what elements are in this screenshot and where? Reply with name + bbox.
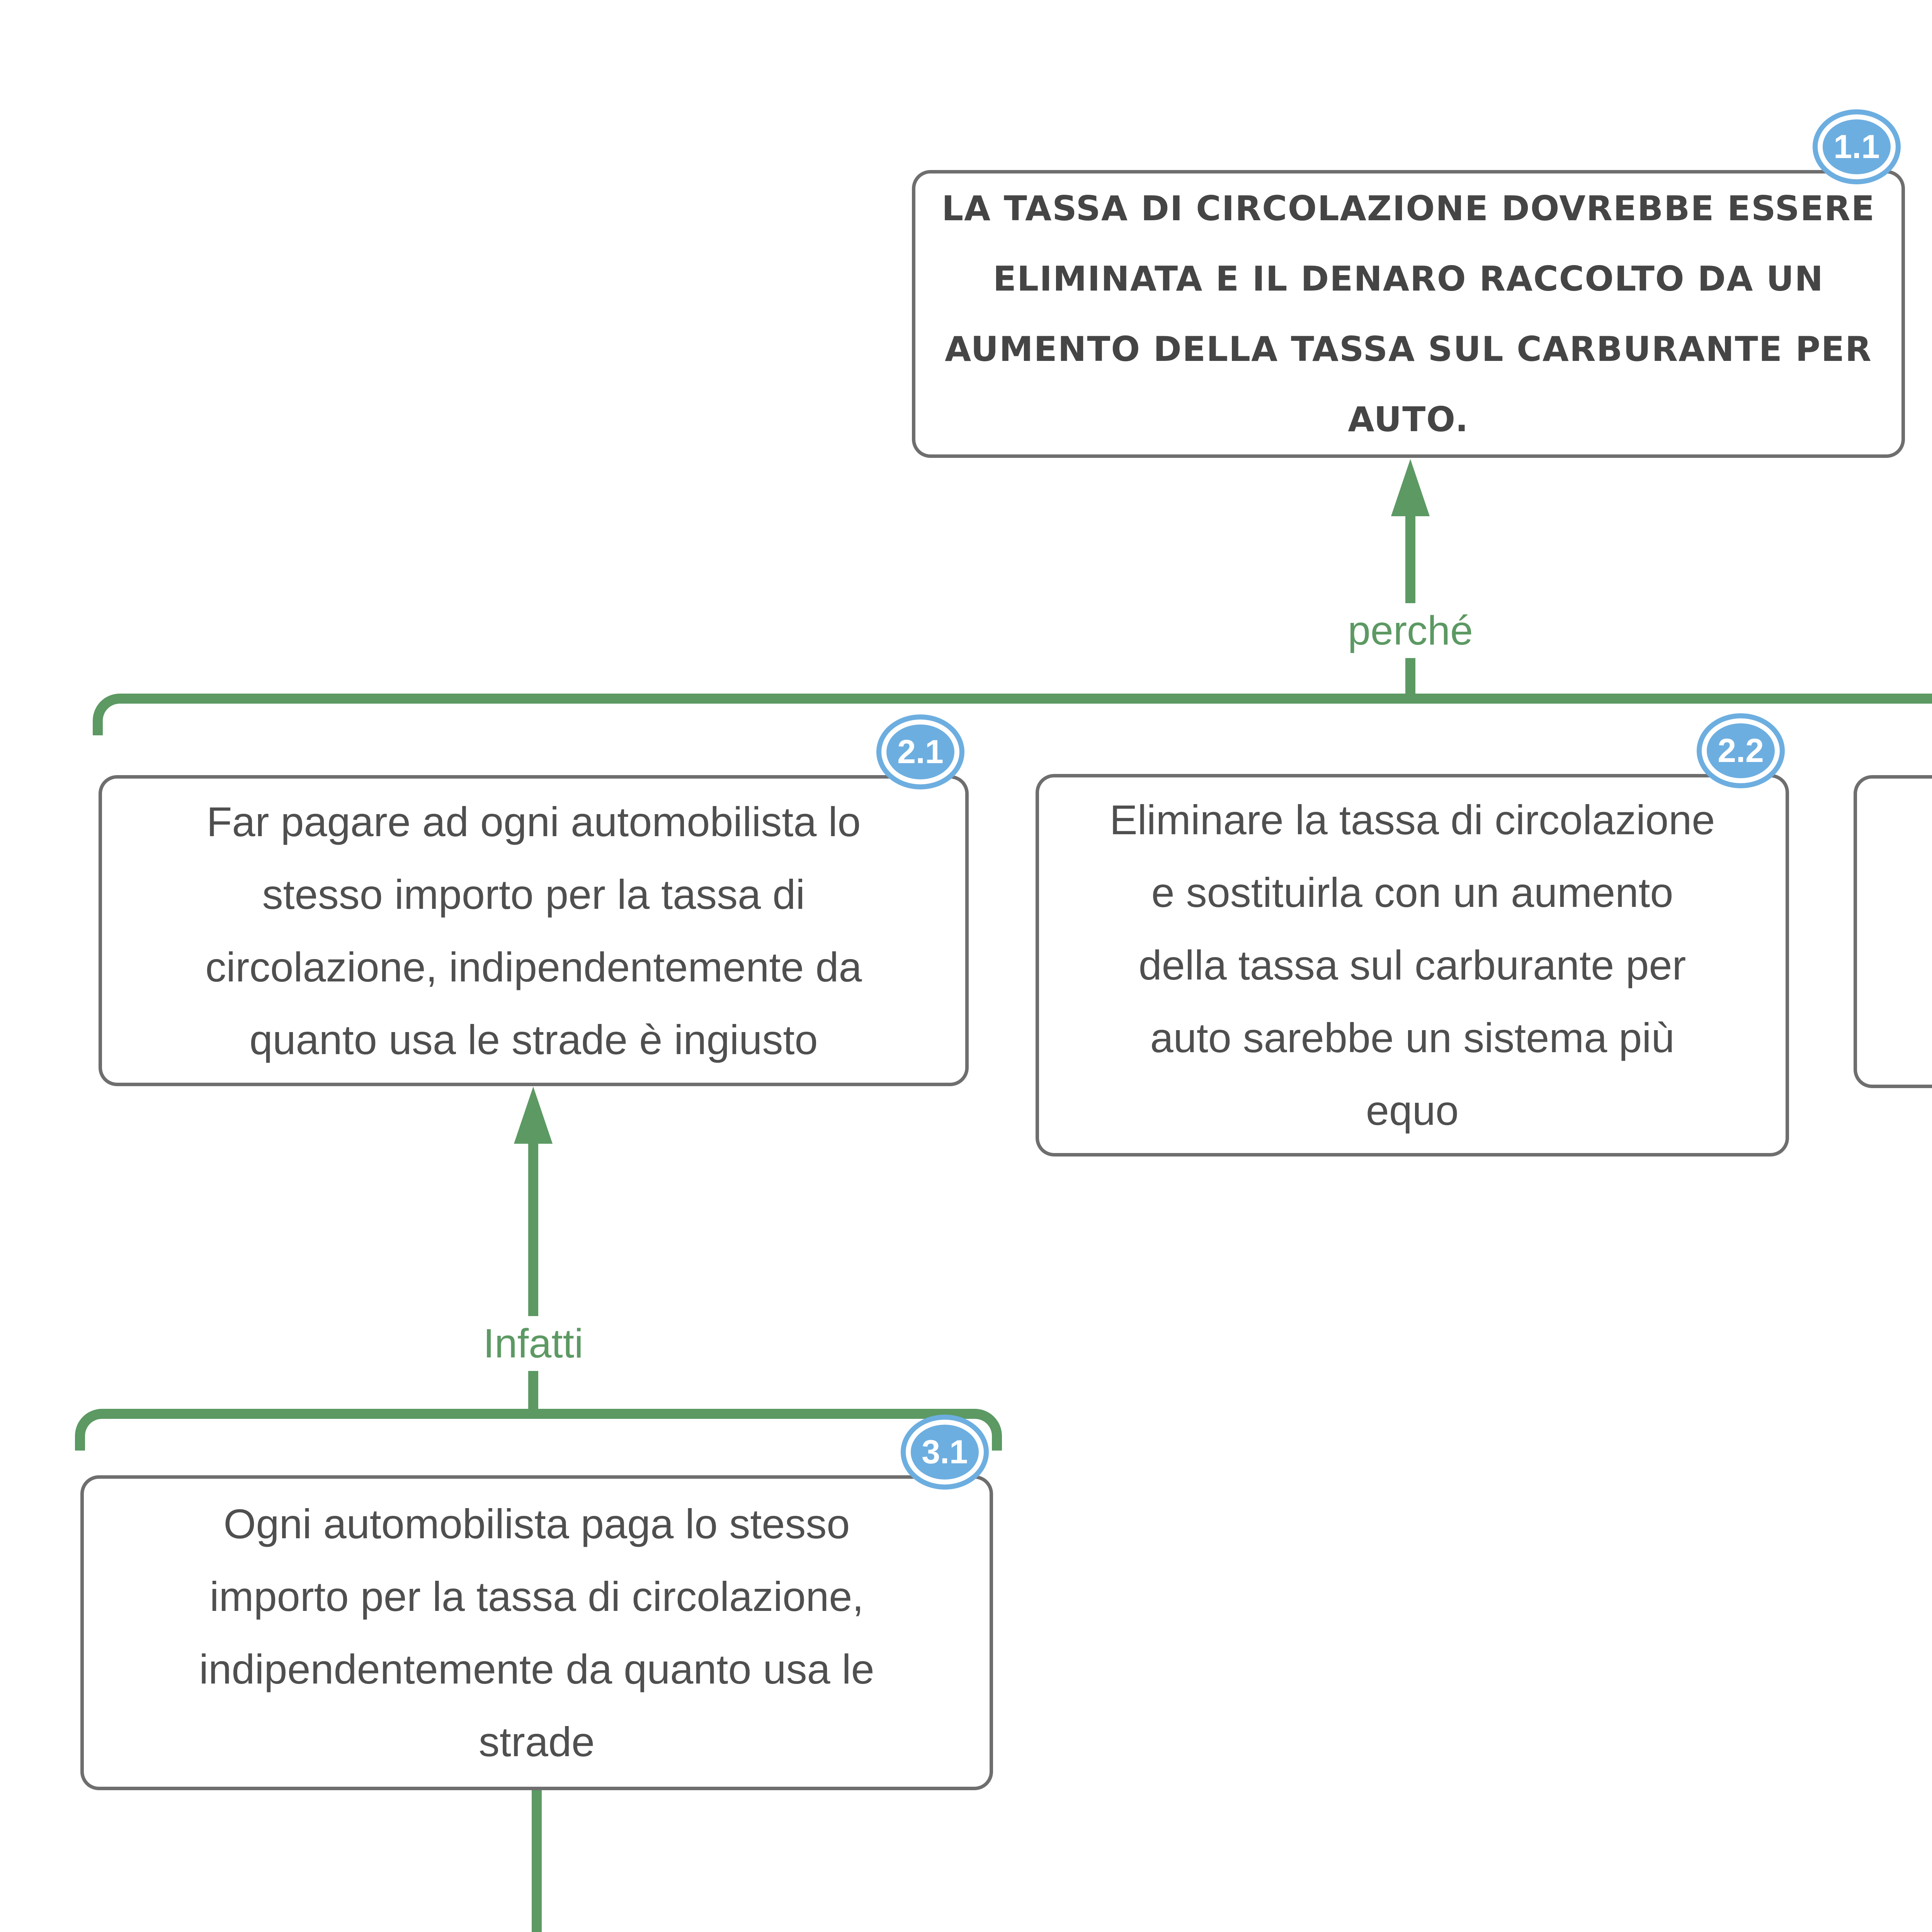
connector-bracket-why	[93, 694, 1932, 735]
node-badge-2-2[interactable]: 2.2	[1697, 713, 1785, 788]
arrow-up-icon	[514, 1087, 553, 1144]
claim-node-1-1[interactable]: La tassa di circolazione dovrebbe essere…	[912, 170, 1905, 458]
node-badge-2-1[interactable]: 2.1	[876, 714, 964, 789]
reason-node-2-3[interactable]: Eliminare la tassa di circolazione e sos…	[1854, 775, 1932, 1088]
node-badge-3-1[interactable]: 3.1	[901, 1415, 989, 1490]
premise-node-3-1[interactable]: Ogni automobilista paga lo stesso import…	[80, 1475, 993, 1790]
node-badge-1-1[interactable]: 1.1	[1813, 109, 1901, 184]
relation-label-perche: perché	[1337, 603, 1484, 658]
reason-node-2-2[interactable]: Eliminare la tassa di circolazione e sos…	[1036, 774, 1789, 1156]
relation-label-infatti: Infatti	[472, 1316, 594, 1371]
connector-line-esempio	[532, 1788, 542, 1932]
arrow-up-icon	[1391, 459, 1430, 516]
reason-node-2-1[interactable]: Far pagare ad ogni automobilista lo stes…	[99, 775, 969, 1086]
connector-bracket-infatti	[75, 1409, 1002, 1451]
